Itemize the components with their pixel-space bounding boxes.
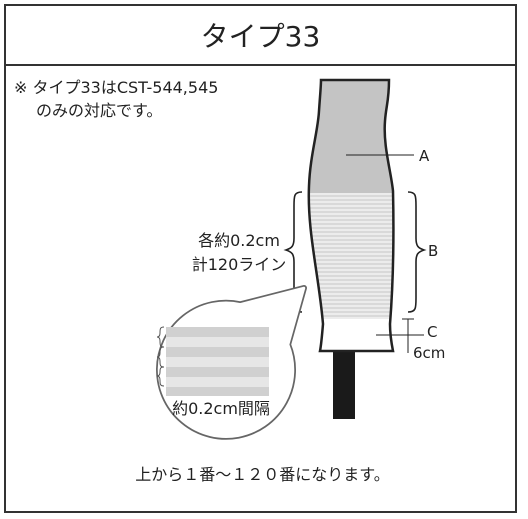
section-b-stripe xyxy=(308,249,394,251)
section-a xyxy=(308,80,394,193)
section-b-stripe xyxy=(308,245,394,247)
section-b-stripe xyxy=(308,223,394,225)
section-b-stripe xyxy=(308,227,394,229)
section-b-stripe xyxy=(308,283,394,285)
section-b-stripe xyxy=(308,299,394,301)
section-b-stripe xyxy=(308,205,394,207)
section-c xyxy=(308,319,394,351)
section-b-stripe xyxy=(308,269,394,271)
section-b-stripe xyxy=(308,297,394,299)
grip-shaft xyxy=(333,349,355,419)
bubble-braces xyxy=(156,326,165,387)
section-b-stripe xyxy=(308,219,394,221)
section-b-stripe xyxy=(308,317,394,319)
section-b-stripe xyxy=(308,259,394,261)
section-b xyxy=(308,193,394,319)
grip-body xyxy=(308,80,394,351)
label-b: B xyxy=(428,242,438,260)
section-b-stripe xyxy=(308,273,394,275)
section-b-stripe xyxy=(308,285,394,287)
bubble-stripe xyxy=(166,387,269,396)
label-a: A xyxy=(419,147,430,165)
section-b-stripe xyxy=(308,287,394,289)
section-b-stripe xyxy=(308,291,394,293)
section-b-stripe xyxy=(308,257,394,259)
section-b-stripe xyxy=(308,241,394,243)
section-b-stripe xyxy=(308,233,394,235)
section-b-stripe xyxy=(308,217,394,219)
section-b-stripe xyxy=(308,289,394,291)
card-title: タイプ33 xyxy=(6,6,515,66)
note-line-2: のみの対応です。 xyxy=(36,101,163,120)
bubble-label: 約0.2cm間隔 xyxy=(172,399,270,418)
section-b-stripe xyxy=(308,315,394,317)
section-b-stripe xyxy=(308,281,394,283)
bubble-stripe xyxy=(166,327,269,337)
section-b-stripe xyxy=(308,209,394,211)
bubble-stripe xyxy=(166,337,269,347)
section-b-stripe xyxy=(308,275,394,277)
section-b-stripe xyxy=(308,279,394,281)
section-b-stripe xyxy=(308,293,394,295)
section-b-stripe xyxy=(308,311,394,313)
section-b-stripe xyxy=(308,313,394,315)
spacing-label-1: 各約0.2cm xyxy=(198,231,280,250)
section-b-stripe xyxy=(308,271,394,273)
section-b-stripe xyxy=(308,215,394,217)
section-b-stripe xyxy=(308,255,394,257)
type-card: タイプ33 ※ タイプ33はCST-544,545 のみの対応です。 A B 各… xyxy=(4,4,517,513)
section-b-stripe xyxy=(308,253,394,255)
bubble-stripe xyxy=(166,347,269,357)
section-b-stripe xyxy=(308,247,394,249)
section-b-stripe xyxy=(308,199,394,201)
section-b-stripe xyxy=(308,263,394,265)
section-b-stripe xyxy=(308,197,394,199)
label-c: C xyxy=(427,323,437,341)
section-b-stripe xyxy=(308,229,394,231)
section-b-stripe xyxy=(308,309,394,311)
section-b-stripe xyxy=(308,203,394,205)
section-b-stripe xyxy=(308,193,394,195)
section-b-stripe xyxy=(308,235,394,237)
section-b-stripe xyxy=(308,207,394,209)
section-b-stripe xyxy=(308,237,394,239)
label-c-size: 6cm xyxy=(413,344,445,362)
bubble-stripe xyxy=(166,357,269,367)
section-b-stripe xyxy=(308,301,394,303)
grip-outline xyxy=(307,78,395,353)
bubble-stripes xyxy=(166,327,269,396)
section-b-stripe xyxy=(308,201,394,203)
bubble-stripe xyxy=(166,377,269,387)
section-b-stripe xyxy=(308,307,394,309)
section-b-stripe xyxy=(308,195,394,197)
compatibility-note: ※ タイプ33はCST-544,545 のみの対応です。 xyxy=(14,76,218,122)
section-b-stripe xyxy=(308,211,394,213)
section-b-stripe xyxy=(308,251,394,253)
section-b-stripe xyxy=(308,303,394,305)
section-b-stripe xyxy=(308,231,394,233)
section-b-stripe xyxy=(308,213,394,215)
grip-diagram: A B 各約0.2cm 計120ライン C 6cm 約0.2cm間隔 xyxy=(156,78,445,440)
numbering-caption: 上から１番～１２０番になります。 xyxy=(135,465,390,484)
spacing-label-2: 計120ライン xyxy=(192,255,287,274)
section-b-stripe xyxy=(308,221,394,223)
section-b-stripe xyxy=(308,243,394,245)
section-b-stripe xyxy=(308,305,394,307)
b-brace xyxy=(407,191,427,313)
note-line-1: ※ タイプ33はCST-544,545 xyxy=(14,78,219,97)
section-b-stripe xyxy=(308,225,394,227)
bubble-stripe xyxy=(166,367,269,377)
section-b-stripe xyxy=(308,261,394,263)
section-b-stripe xyxy=(308,295,394,297)
section-b-stripe xyxy=(308,267,394,269)
section-b-stripe xyxy=(308,277,394,279)
section-b-stripe xyxy=(308,265,394,267)
section-b-stripe xyxy=(308,239,394,241)
